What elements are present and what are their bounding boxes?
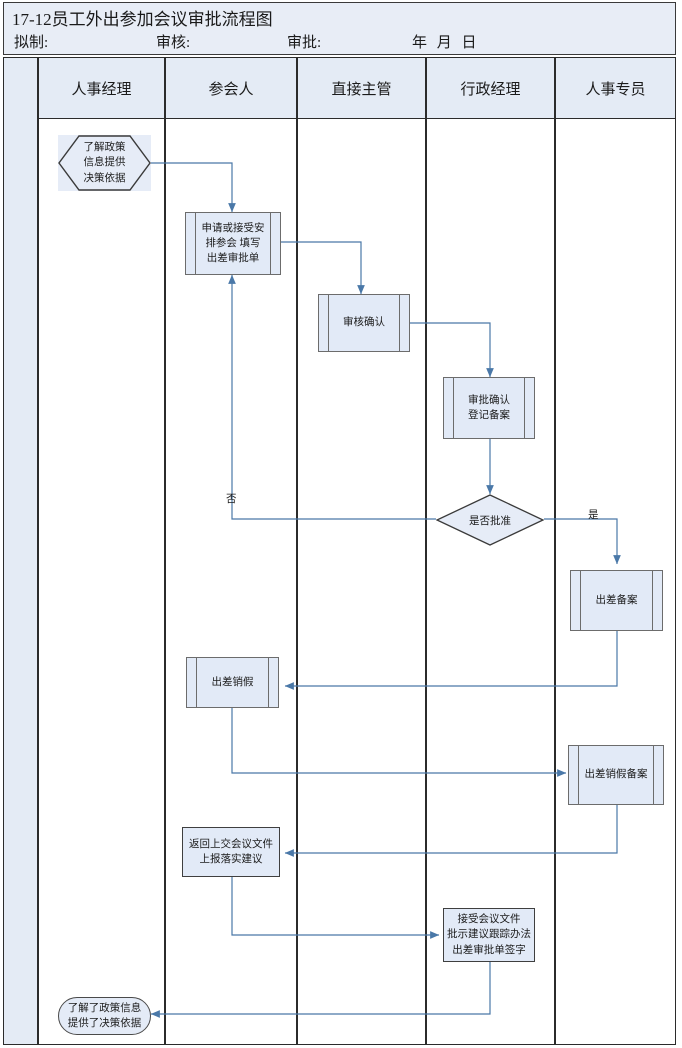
node-label: 出差销假 [211, 676, 254, 688]
page-title: 17-12员工外出参加会议审批流程图 [12, 10, 273, 29]
predefined-process-bar-right [652, 571, 653, 630]
predefined-process-bar-left [195, 213, 196, 274]
predefined-process-bar-left [453, 378, 454, 438]
node-label: 是否批准 [469, 515, 511, 527]
lane-body-0 [38, 119, 165, 1045]
node-label: 了解政策 信息提供 决策依据 [83, 142, 126, 184]
predefined-process-bar-right [399, 295, 400, 351]
lane-header-0: 人事经理 [38, 57, 165, 119]
lane-body-2 [297, 119, 426, 1045]
predefined-process-bar-right [524, 378, 525, 438]
node-review-confirm[interactable]: 审核确认 [318, 294, 410, 352]
node-understand-policy[interactable]: 了解政策 信息提供 决策依据 [58, 135, 151, 191]
lane-label: 参会人 [208, 81, 254, 98]
document-header: 17-12员工外出参加会议审批流程图 拟制: 审核: 审批: 年 月 日 [3, 2, 676, 55]
node-return-documents[interactable]: 返回上交会议文件 上报落实建议 [182, 827, 280, 877]
field-prepared-label: 拟制: [14, 35, 49, 51]
lane-label: 人事专员 [585, 81, 646, 98]
node-trip-record[interactable]: 出差备案 [570, 570, 663, 631]
lane-header-4: 人事专员 [555, 57, 676, 119]
field-approved-label: 审批: [287, 35, 322, 51]
lane-label: 行政经理 [460, 81, 521, 98]
node-label: 出差销假备案 [584, 769, 648, 781]
node-label: 申请或接受安 排参会 填写 出差审批单 [201, 222, 265, 265]
node-end-policy-informed[interactable]: 了解了政策信息 提供了决策依据 [58, 997, 151, 1035]
hexagon-outline [58, 135, 151, 191]
lane-body-3 [426, 119, 555, 1045]
predefined-process-bar-left [578, 746, 579, 804]
predefined-process-bar-right [268, 658, 269, 707]
node-label: 了解了政策信息 提供了决策依据 [67, 1002, 142, 1029]
node-apply-or-accept[interactable]: 申请或接受安 排参会 填写 出差审批单 [185, 212, 281, 275]
date-field: 年 月 日 [412, 35, 480, 51]
node-label: 返回上交会议文件 上报落实建议 [189, 838, 273, 865]
edge-label-no: 否 [226, 494, 237, 505]
node-trip-leave-record[interactable]: 出差销假备案 [568, 745, 664, 805]
lane-header-3: 行政经理 [426, 57, 555, 119]
node-label: 审核确认 [343, 317, 385, 329]
predefined-process-bar-right [270, 213, 271, 274]
edge-label-yes: 是 [588, 510, 599, 521]
node-approve-register[interactable]: 审批确认 登记备案 [443, 377, 535, 439]
lane-gutter [3, 57, 38, 1045]
node-label: 接受会议文件 批示建议跟踪办法 出差审批单签字 [447, 914, 531, 956]
node-trip-leave-cancel[interactable]: 出差销假 [186, 657, 279, 708]
field-reviewed-label: 审核: [156, 35, 191, 51]
node-decision-approved[interactable]: 是否批准 [436, 494, 544, 546]
predefined-process-bar-left [580, 571, 581, 630]
diamond-outline [436, 494, 544, 546]
predefined-process-bar-right [653, 746, 654, 804]
predefined-process-bar-left [196, 658, 197, 707]
lane-header-1: 参会人 [165, 57, 297, 119]
node-label: 审批确认 登记备案 [468, 394, 510, 421]
node-accept-documents[interactable]: 接受会议文件 批示建议跟踪办法 出差审批单签字 [443, 908, 535, 962]
signature-row: 拟制: 审核: 审批: 年 月 日 [4, 31, 675, 55]
lane-label: 人事经理 [71, 81, 132, 98]
node-label: 出差备案 [595, 594, 638, 606]
lane-header-2: 直接主管 [297, 57, 426, 119]
lane-label: 直接主管 [331, 81, 392, 98]
predefined-process-bar-left [328, 295, 329, 351]
